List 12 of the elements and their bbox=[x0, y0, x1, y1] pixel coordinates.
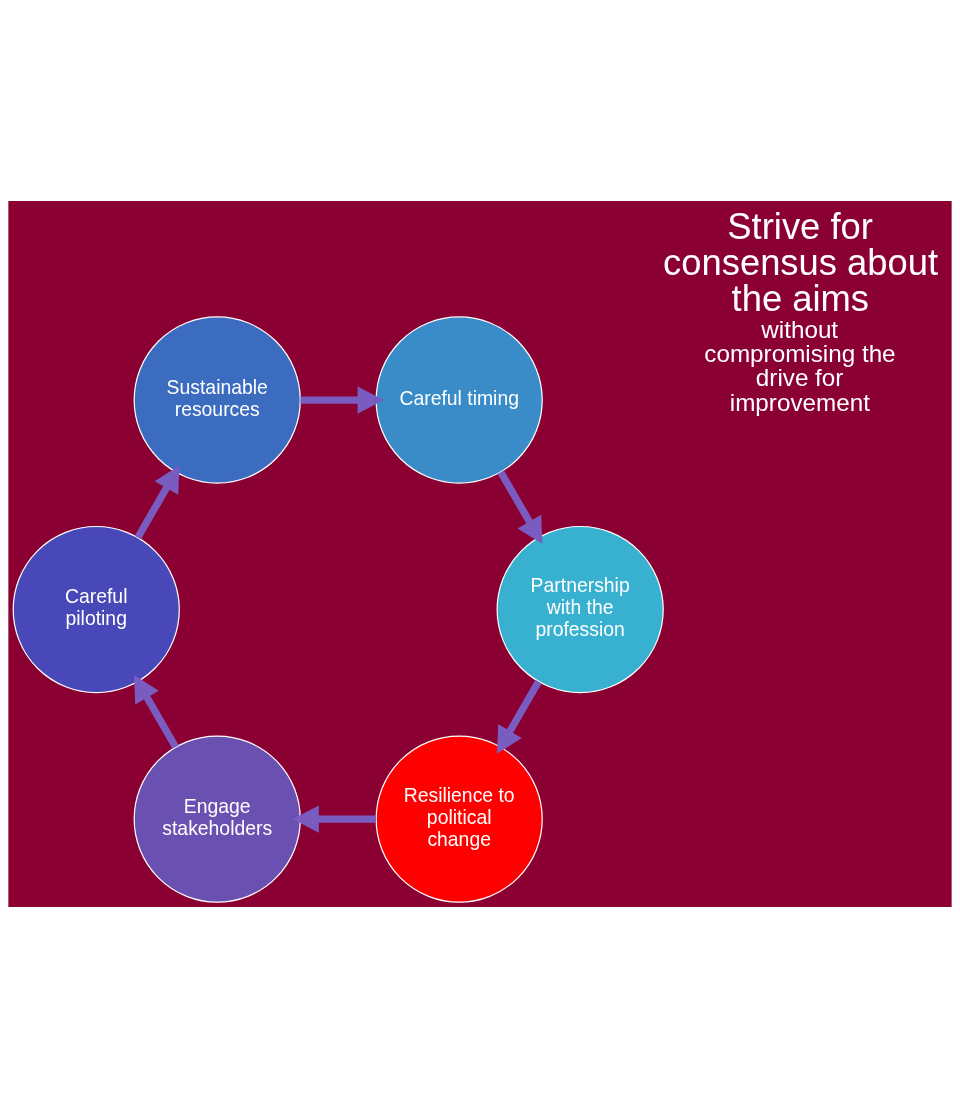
node-circle: Resilience to political change bbox=[375, 734, 543, 903]
arrow bbox=[497, 679, 542, 754]
arrow bbox=[292, 804, 376, 833]
arrow bbox=[134, 674, 179, 749]
arrow bbox=[300, 385, 384, 414]
node-circle: Careful piloting bbox=[12, 525, 180, 693]
node-circle: Engage stakeholders bbox=[133, 734, 301, 903]
node-circle: Partnership with the profession bbox=[496, 525, 664, 693]
arrow bbox=[134, 465, 180, 539]
arrow bbox=[497, 469, 543, 544]
node-circle: Sustainable resources bbox=[133, 315, 301, 484]
node-circle: Careful timing bbox=[375, 315, 543, 484]
